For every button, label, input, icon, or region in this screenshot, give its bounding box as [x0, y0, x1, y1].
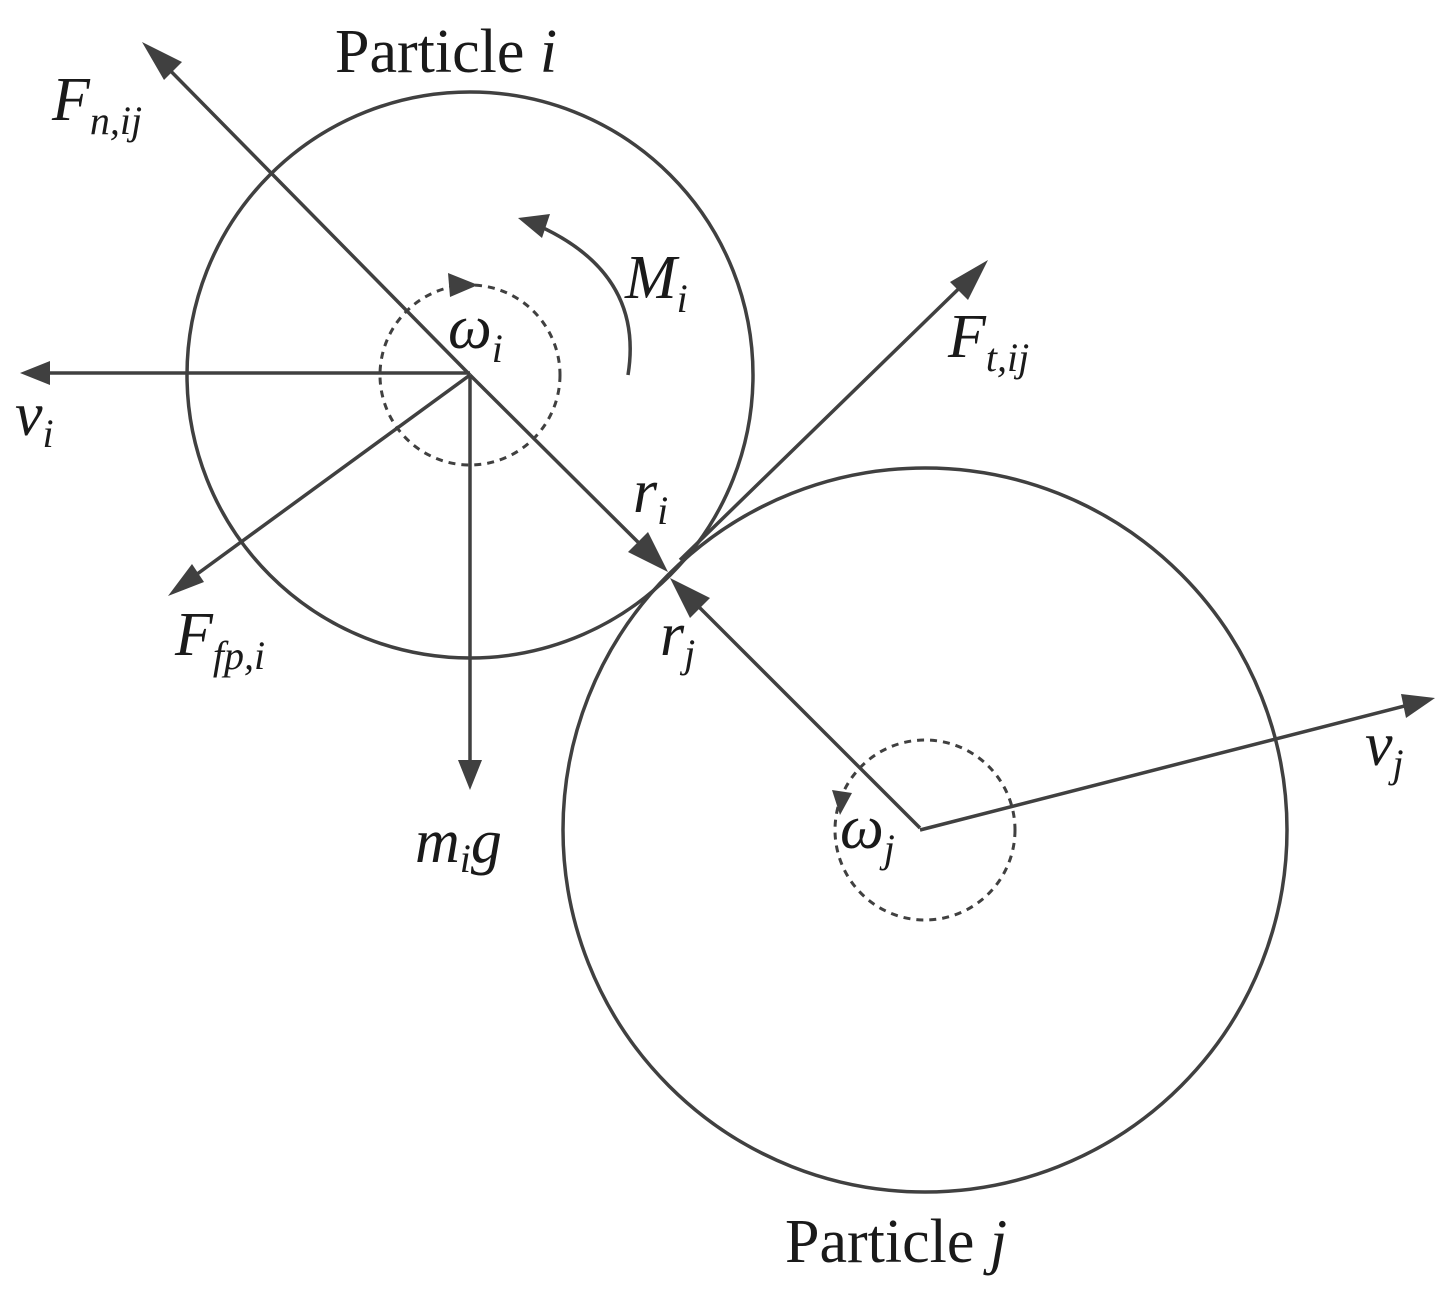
moment-arrowhead: [518, 214, 550, 238]
fluid-particle-force-arrowhead: [168, 564, 204, 596]
omega-i-label: ωi: [448, 294, 503, 371]
moment-label: Mi: [624, 244, 688, 321]
velocity-j-arrow: [919, 700, 1421, 832]
normal-force-arrow: [148, 48, 472, 377]
omega-i-arrowhead: [448, 273, 478, 297]
velocity-j-label: vj: [1365, 711, 1404, 786]
fluid-particle-force-arrow: [176, 373, 472, 590]
radius-i-label: ri: [633, 458, 668, 533]
radius-j-arrow: [676, 584, 922, 830]
tangential-force-arrow: [678, 266, 982, 562]
gravity-label: mig: [415, 808, 502, 881]
radius-j-label: rj: [660, 601, 695, 676]
gravity-arrowhead: [458, 760, 482, 790]
tangential-force-label: Ft,ij: [947, 303, 1029, 380]
normal-force-arrowhead: [142, 42, 182, 80]
tangential-force-arrowhead: [950, 260, 988, 300]
velocity-j-arrowhead: [1401, 694, 1435, 718]
normal-force-label: Fn,ij: [51, 66, 142, 143]
radius-i-arrow: [468, 373, 660, 564]
moment-arc: [529, 220, 632, 376]
radius-j-arrowhead: [670, 578, 710, 618]
particle-i-title: Particle i: [335, 18, 557, 86]
fluid-particle-force-label: Ffp,i: [174, 601, 265, 678]
omega-j-dashed-circle: [833, 738, 1017, 922]
omega-j-label: ωj: [840, 794, 895, 871]
velocity-i-label: vi: [15, 381, 54, 456]
particle-j-title: Particle j: [785, 1208, 1007, 1276]
particle-j-circle: [561, 466, 1289, 1194]
velocity-i-arrowhead: [20, 361, 50, 385]
omega-j-arrowhead: [832, 790, 852, 815]
omega-i-dashed-circle: [378, 283, 562, 467]
radius-i-arrowhead: [628, 532, 668, 572]
